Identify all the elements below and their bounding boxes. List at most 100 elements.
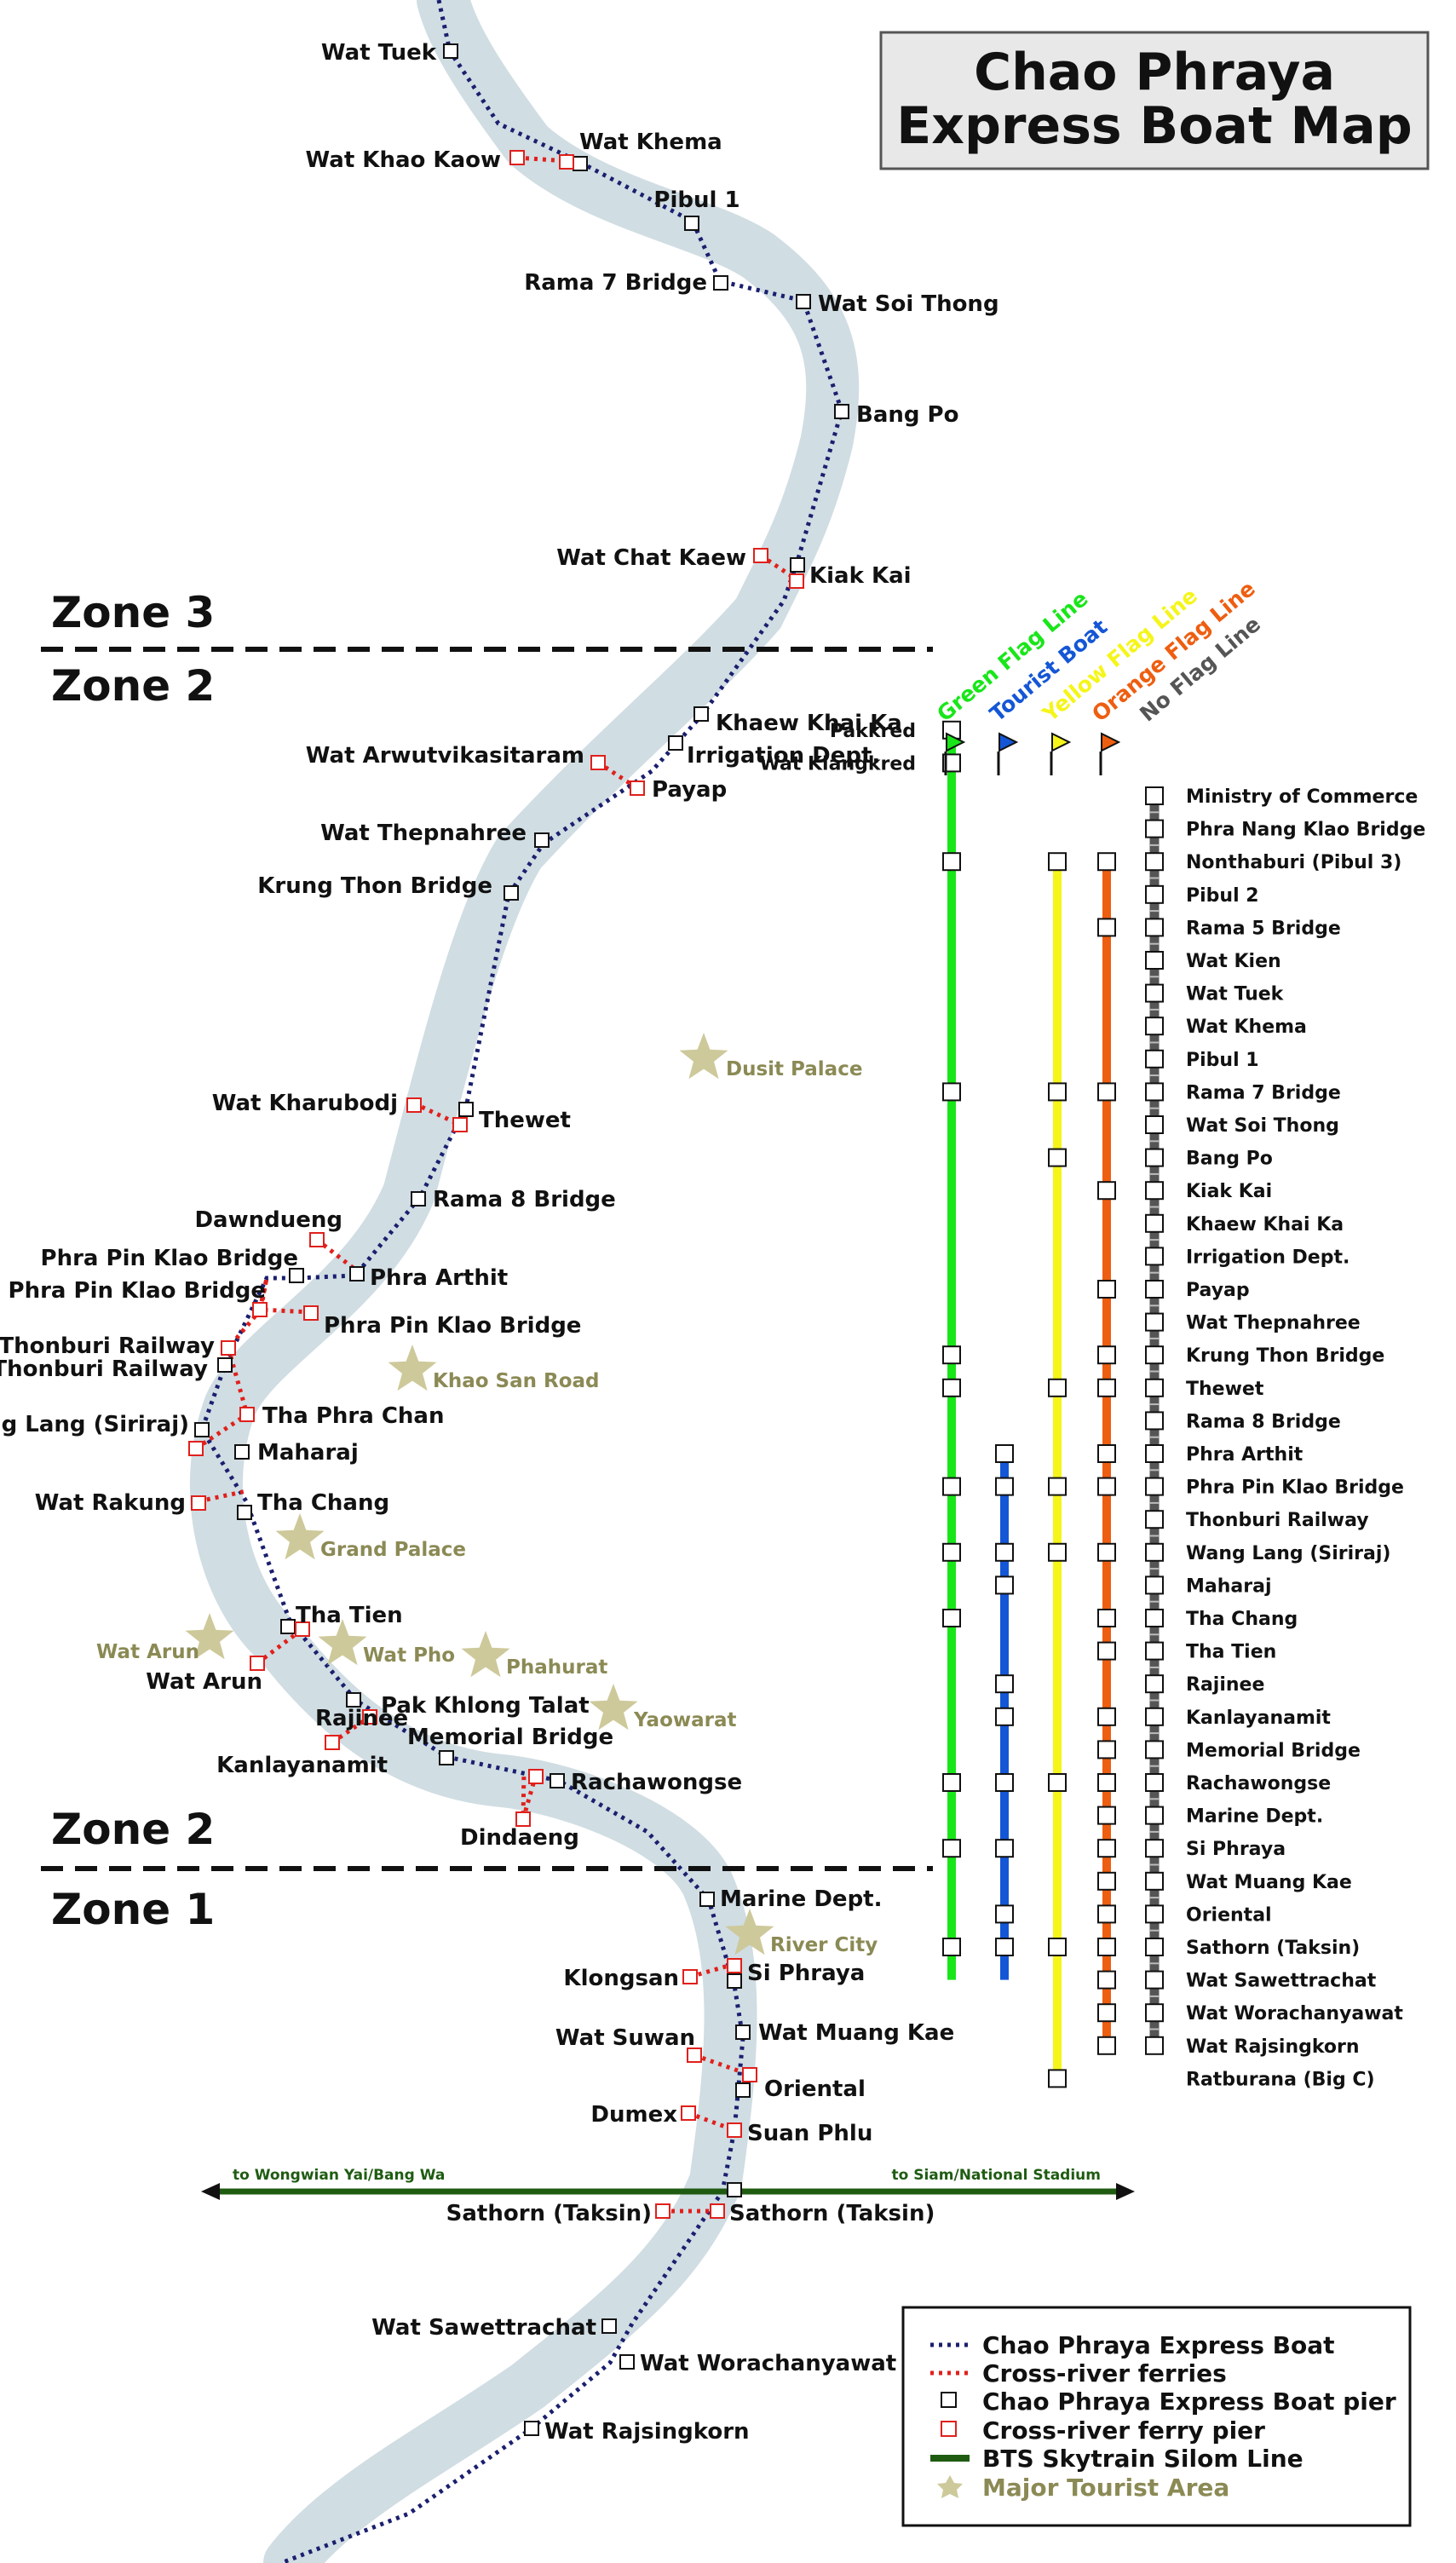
schedule-stop (1145, 1017, 1164, 1036)
ferry-pier-marker (753, 548, 768, 563)
schedule-stop (1097, 1082, 1116, 1102)
schedule-stop (1097, 1773, 1116, 1792)
schedule-stop (995, 1938, 1014, 1956)
schedule-stop (1145, 1049, 1164, 1068)
schedule-station-label: Rajinee (1186, 1674, 1264, 1696)
tourist-star-icon (318, 1619, 367, 1666)
ferry-pier-marker (362, 1709, 377, 1725)
pier-label: Sathorn (Taksin) (446, 2201, 652, 2226)
schedule-stop (1097, 1707, 1116, 1726)
pier-markers (188, 43, 849, 2436)
pier-label: Wat Soi Thong (818, 291, 999, 317)
pier-label: Wat Rajsingkorn (544, 2419, 750, 2445)
zone-label: Zone 1 (51, 1885, 215, 1934)
schedule-station-label: Pibul 2 (1186, 885, 1259, 907)
schedule-stop (1048, 1773, 1067, 1792)
schedule-stop (942, 1345, 961, 1365)
schedule-stop (1097, 1806, 1116, 1825)
legend-item: Cross-river ferry pier (982, 2416, 1265, 2445)
flag-icon (946, 732, 966, 752)
schedule-station-label: Phra Nang Klao Bridge (1186, 820, 1425, 841)
schedule-stop (1097, 1378, 1116, 1397)
schedule-station-label: Phra Arthit (1186, 1444, 1303, 1466)
express-pier-marker (727, 2182, 742, 2197)
schedule-stop (1097, 1477, 1116, 1496)
pier-label: Irrigation Dept. (687, 743, 880, 769)
schedule-station-label: Wat Klangkred (760, 753, 917, 775)
schedule-station-label: Ratburana (Big C) (1186, 2069, 1375, 2090)
tourist-area-label: Phahurat (506, 1656, 607, 1679)
schedule-station-label: Sathorn (Taksin) (1186, 1938, 1360, 1959)
flag-icon (998, 732, 1019, 752)
schedule-station-label: Irrigation Dept. (1186, 1247, 1350, 1268)
pier-label: Si Phraya (747, 1961, 865, 1986)
pier-label: Pibul 1 (653, 187, 740, 213)
pier-label: Thewet (479, 1108, 571, 1133)
legend-item: Cross-river ferries (982, 2359, 1227, 2387)
schedule-station-label: Rama 5 Bridge (1186, 918, 1341, 939)
schedule-station-label: Wat Muang Kae (1186, 1872, 1352, 1893)
express-pier-marker (699, 1892, 715, 1907)
ferry-pier-marker (687, 2048, 702, 2063)
schedule-station-label: Tha Tien (1186, 1642, 1276, 1663)
pier-label: Thonburi Railway (0, 1333, 215, 1359)
legend-item: Chao Phraya Express Boat (982, 2331, 1335, 2359)
pier-label: Marine Dept. (720, 1886, 882, 1912)
schedule-stop (1097, 1444, 1116, 1463)
schedule-station-label: Oriental (1186, 1904, 1272, 1926)
tourist-star-icon (679, 1033, 728, 1080)
schedule-station-label: Nonthaburi (Pibul 3) (1186, 852, 1401, 873)
tourist-star-icon (589, 1684, 638, 1731)
pier-label: Wat Tuek (321, 40, 437, 66)
ferry-pier-marker (239, 1407, 255, 1422)
pier-label: Rajinee (315, 1706, 408, 1731)
pier-label: Payap (652, 777, 727, 803)
pier-label: Suan Phlu (747, 2121, 872, 2146)
schedule-station-label: Kanlayanamit (1186, 1708, 1331, 1729)
express-pier-marker (504, 885, 519, 901)
ferry-pier-marker (681, 2105, 696, 2121)
pier-label: Rachawongse (571, 1770, 742, 1795)
schedule-stop (1145, 1082, 1164, 1102)
schedule-station-label: Wat Sawettrachat (1186, 1971, 1377, 1992)
schedule-stop (995, 1674, 1014, 1694)
schedule-station-label: Si Phraya (1186, 1839, 1286, 1860)
pier-label: Bang Po (856, 402, 958, 428)
tourist-area-label: Grand Palace (320, 1539, 466, 1561)
pier-label: Rama 8 Bridge (433, 1187, 616, 1212)
pier-label: Wat Thepnahree (320, 821, 527, 846)
ferry-pier-marker (710, 2203, 725, 2219)
express-pier-marker (349, 1266, 365, 1282)
schedule-stop (995, 1575, 1014, 1595)
schedule-stop (1145, 1674, 1164, 1694)
ferry-pier-marker (742, 2067, 757, 2082)
schedule-stop (1097, 1542, 1116, 1562)
schedule-stop (995, 1444, 1014, 1463)
schedule-stop (1145, 2036, 1164, 2055)
bts-right-label: to Siam/National Stadium (892, 2167, 1102, 2184)
pier-label: Wat Arun (146, 1669, 262, 1695)
schedule-stop (1145, 786, 1164, 805)
pier-label: Phra Arthit (370, 1265, 508, 1291)
ferry-pier-marker (188, 1441, 204, 1456)
ferry-pier-marker (303, 1305, 319, 1321)
schedule-stop (995, 1839, 1014, 1858)
schedule-stop (1145, 1609, 1164, 1627)
pier-label: Klongsan (563, 1966, 679, 1991)
map-title-line-1: Chao Phraya (974, 43, 1335, 102)
schedule-stop (995, 1707, 1014, 1726)
schedule-stop (1048, 852, 1067, 872)
ferry-pier-marker (515, 1811, 531, 1827)
pier-label: Maharaj (257, 1440, 359, 1466)
express-pier-marker (346, 1692, 361, 1708)
ferry-pier-marker (528, 1769, 544, 1784)
ferry-pier-marker (295, 1621, 310, 1637)
schedule-stop (1145, 1345, 1164, 1365)
schedule-stop (1145, 1213, 1164, 1233)
express-pier-marker (443, 43, 458, 59)
schedule-stop (1048, 1477, 1067, 1496)
pier-label: Wat Worachanyawat (640, 2351, 896, 2376)
schedule-stop (1145, 1707, 1164, 1726)
schedule-stop (1145, 1904, 1164, 1924)
bts-left-label: to Wongwian Yai/Bang Wa (233, 2167, 445, 2184)
